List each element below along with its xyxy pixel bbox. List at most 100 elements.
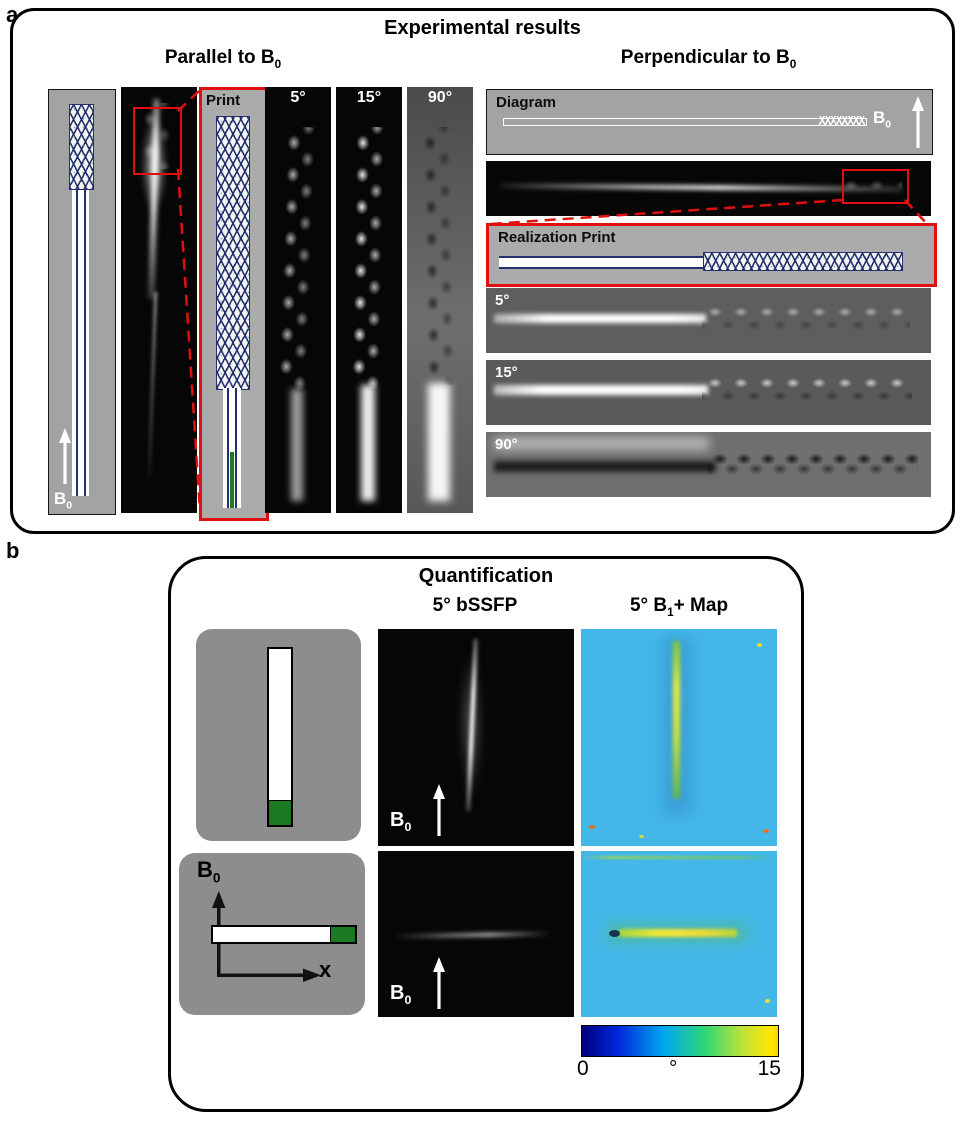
- b0-sub: 0: [66, 499, 73, 511]
- b0-arrow-icon: [433, 957, 445, 1009]
- tube-lower-graphic: [223, 388, 241, 508]
- perpendicular-mri-5deg: 5°: [486, 288, 931, 353]
- b1map-heading-sub: 1: [667, 605, 674, 619]
- b0-axis-label: B0: [197, 857, 220, 885]
- map-hot-streak: [673, 641, 680, 799]
- colorbar-labels: 0 ° 15: [577, 1057, 781, 1081]
- parallel-mri-5deg: 5°: [265, 87, 331, 513]
- green-marker-line: [230, 452, 234, 508]
- bssfp-column-heading: 5° bSSFP: [432, 595, 518, 616]
- bright-streak: [393, 931, 553, 939]
- perpendicular-mri-15deg: 15°: [486, 360, 931, 425]
- banding-pattern: [416, 126, 464, 386]
- perpendicular-mri-overview: [486, 161, 931, 216]
- orientation-diagram-horizontal: B0 x: [179, 853, 365, 1015]
- b0-base: B: [390, 809, 405, 831]
- x-axis-label: x: [319, 957, 332, 982]
- banding-pattern: [708, 446, 918, 482]
- b1map-horizontal-image: [581, 851, 777, 1017]
- panel-b-corner-label: b: [6, 538, 20, 563]
- colorbar: [581, 1025, 779, 1057]
- perpendicular-heading-sub: 0: [789, 57, 797, 71]
- bssfp-horizontal-image: B0: [378, 851, 574, 1017]
- streak-tail: [147, 292, 158, 477]
- b0-sub: 0: [212, 870, 221, 886]
- bright-region: [494, 437, 709, 450]
- diagram-label: Diagram: [496, 94, 557, 111]
- colorbar-min-label: 0: [577, 1057, 589, 1080]
- sample-tube-horizontal: [211, 925, 357, 944]
- perpendicular-heading-text: Perpendicular to B: [620, 47, 790, 68]
- green-tip: [330, 927, 355, 942]
- orientation-diagram-vertical: [196, 629, 361, 841]
- braid-zoom-graphic: [216, 116, 250, 390]
- tube-plain-segment: [499, 256, 705, 269]
- b0-label: B0: [390, 982, 411, 1007]
- b0-base: B: [873, 108, 886, 127]
- b1map-column-heading: 5° B1+ Map: [574, 595, 784, 619]
- angle-label: 15°: [356, 89, 382, 106]
- b0-base: B: [197, 857, 213, 882]
- map-dark-spot: [609, 930, 620, 937]
- b1map-heading-post: + Map: [673, 595, 729, 616]
- banding-pattern: [702, 300, 910, 338]
- realization-print-label: Realization Print: [498, 229, 616, 246]
- banding-pattern: [345, 126, 393, 390]
- angle-label: 5°: [495, 292, 510, 309]
- print-label: Print: [206, 92, 241, 109]
- parallel-heading-text: Parallel to B: [164, 47, 275, 68]
- colorbar-max-label: 15: [757, 1057, 781, 1080]
- artifact-speck: [639, 835, 644, 838]
- panel-b-title: Quantification: [418, 565, 554, 587]
- bright-bar: [291, 389, 303, 501]
- b0-sub: 0: [404, 820, 412, 834]
- panel-b: Quantification 5° bSSFP 5° B1+ Map B0 B0: [168, 556, 804, 1112]
- streak-glow: [141, 115, 167, 215]
- panel-a: Experimental results Parallel to B0 Perp…: [10, 8, 955, 534]
- dark-band: [494, 461, 716, 472]
- perpendicular-mri-90deg: 90°: [486, 432, 931, 497]
- b0-label: B0: [873, 108, 891, 130]
- catheter-tube-diagram: [69, 104, 94, 496]
- b0-arrow-icon: [433, 784, 445, 836]
- perpendicular-diagram-panel: Diagram B0: [486, 89, 933, 155]
- tube-outline: [503, 118, 867, 126]
- artifact-speck: [757, 643, 762, 647]
- bright-bar: [361, 385, 375, 501]
- parallel-mri-90deg: 90°: [407, 87, 473, 513]
- sample-tube-vertical: [267, 647, 293, 827]
- parallel-heading-sub: 0: [274, 57, 282, 71]
- bright-bar: [494, 314, 706, 323]
- b0-label: B0: [54, 489, 72, 511]
- b0-label: B0: [390, 809, 411, 834]
- bssfp-vertical-image: B0: [378, 629, 574, 846]
- b0-base: B: [390, 982, 405, 1004]
- banding-pattern: [702, 371, 912, 411]
- b1map-vertical-image: [581, 629, 777, 846]
- coil-braid-segment: [819, 116, 865, 126]
- b0-arrow-icon: [59, 428, 71, 484]
- zoom-region-box: [133, 107, 182, 175]
- banding-pattern: [272, 126, 324, 393]
- streak-glow: [460, 649, 482, 799]
- perpendicular-heading: Perpendicular to B0: [486, 47, 931, 71]
- bright-bar: [428, 383, 450, 501]
- bright-bar: [494, 385, 708, 395]
- b0-base: B: [54, 488, 67, 508]
- parallel-heading: Parallel to B0: [73, 47, 373, 71]
- map-top-line: [581, 856, 777, 859]
- angle-label: 5°: [290, 89, 306, 106]
- banding-hint: [838, 173, 902, 199]
- parallel-mri-overview: [121, 87, 197, 513]
- parallel-mri-15deg: 15°: [336, 87, 402, 513]
- colorbar-unit-label: °: [668, 1057, 678, 1080]
- b1map-heading-pre: 5° B: [629, 595, 668, 616]
- coil-braid-segment: [69, 104, 94, 190]
- braid-zoom-graphic: [703, 252, 903, 271]
- green-tip: [269, 800, 291, 825]
- b0-arrow-icon: [912, 96, 924, 148]
- panel-a-title: Experimental results: [384, 17, 581, 39]
- print-zoom-panel: Print: [199, 87, 269, 521]
- artifact-speck: [763, 829, 769, 833]
